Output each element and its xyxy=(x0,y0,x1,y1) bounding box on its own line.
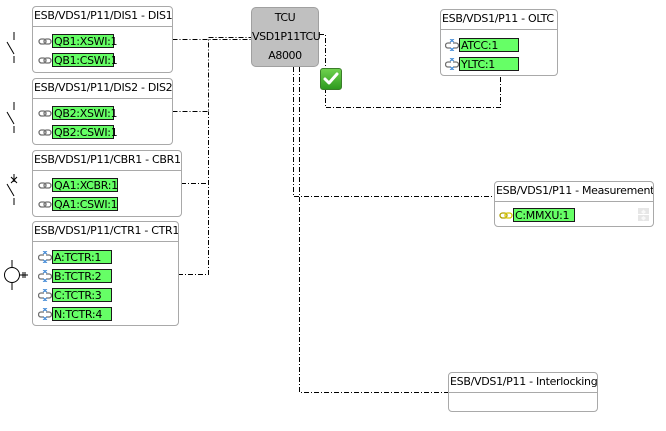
logical-node[interactable]: A:TCTR:1 xyxy=(38,249,112,264)
link-yellow-icon xyxy=(499,211,513,219)
broken-link-icon xyxy=(445,57,459,70)
wire-dis2-bus xyxy=(172,37,251,112)
disconnector-icon xyxy=(6,32,15,63)
tcu-model: A8000 xyxy=(268,49,302,62)
function-box-interlocking[interactable]: ESB/VDS1/P11 - Interlocking xyxy=(448,372,598,412)
link-icon xyxy=(38,37,52,45)
wire-tcu-measurement xyxy=(293,67,495,197)
circuit-breaker-icon xyxy=(6,174,18,205)
logical-node[interactable]: QA1:CSWI:1 xyxy=(38,196,118,211)
current-transformer-icon xyxy=(4,260,28,290)
logical-node[interactable]: B:TCTR:2 xyxy=(38,268,112,283)
broken-link-icon xyxy=(38,288,52,301)
logical-node[interactable]: ATCC:1 xyxy=(445,37,519,52)
disconnector-icon xyxy=(6,102,15,133)
tcu-device[interactable]: TCU VSD1P11TCU A8000 xyxy=(251,7,321,67)
scroll-handle[interactable] xyxy=(638,208,649,222)
logical-node[interactable]: QB2:XSWI:1 xyxy=(38,105,118,120)
logical-node[interactable]: YLTC:1 xyxy=(445,56,519,71)
checkmark-icon[interactable] xyxy=(320,68,342,90)
wire-ctr1-bus xyxy=(178,111,209,275)
function-title: ESB/VDS1/P11/CTR1 - CTR1 xyxy=(33,222,178,242)
wire-tcu-oltc xyxy=(319,34,501,108)
broken-link-icon xyxy=(38,269,52,282)
tcu-type: TCU xyxy=(274,11,296,24)
logical-node[interactable]: C:MMXU:1 xyxy=(499,207,575,222)
link-icon xyxy=(38,128,52,136)
link-icon xyxy=(38,56,52,64)
link-icon xyxy=(38,181,52,189)
logical-node[interactable]: C:TCTR:3 xyxy=(38,287,112,302)
logical-node[interactable]: QB2:CSWI:1 xyxy=(38,124,118,139)
function-title: ESB/VDS1/P11 - Measurement xyxy=(495,182,653,202)
function-title: ESB/VDS1/P11/DIS2 - DIS2 xyxy=(33,79,172,99)
broken-link-icon xyxy=(38,307,52,320)
logical-node[interactable]: N:TCTR:4 xyxy=(38,306,112,321)
function-title: ESB/VDS1/P11/CBR1 - CBR1 xyxy=(33,151,181,171)
logical-node[interactable]: QB1:CSWI:1 xyxy=(38,52,118,67)
broken-link-icon xyxy=(38,250,52,263)
link-icon xyxy=(38,109,52,117)
logical-node[interactable]: QB1:XSWI:1 xyxy=(38,33,118,48)
function-title: ESB/VDS1/P11 - OLTC xyxy=(441,10,557,30)
function-title: ESB/VDS1/P11/DIS1 - DIS1 xyxy=(33,7,172,27)
tcu-name: VSD1P11TCU xyxy=(252,30,321,43)
link-icon xyxy=(38,200,52,208)
function-title: ESB/VDS1/P11 - Interlocking xyxy=(449,373,597,393)
broken-link-icon xyxy=(445,38,459,51)
wire-tcu-measurement-2 xyxy=(299,67,448,393)
logical-node[interactable]: QA1:XCBR:1 xyxy=(38,177,118,192)
